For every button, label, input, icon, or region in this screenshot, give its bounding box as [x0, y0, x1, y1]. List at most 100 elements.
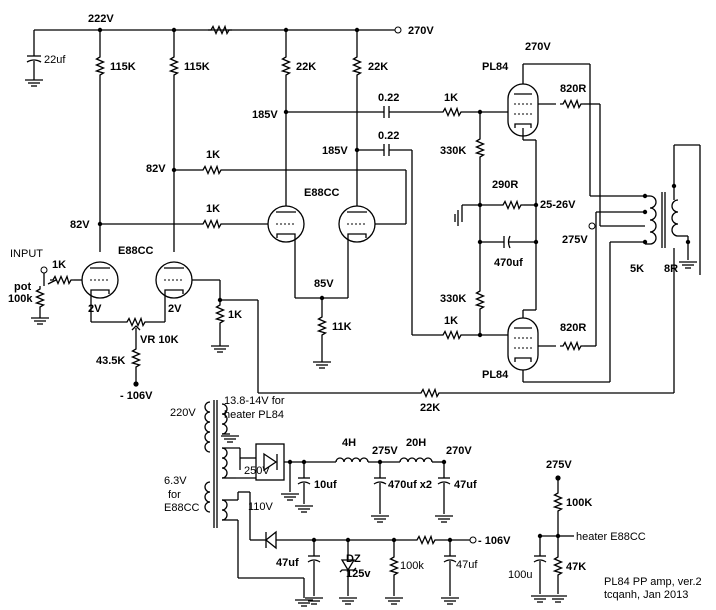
top-rail — [34, 25, 402, 35]
res-1k-grid-bot — [439, 330, 465, 340]
label-82v-a: 82V — [146, 163, 166, 175]
label-470uf-x2: 470uf x2 — [388, 479, 432, 491]
label-100u: 100u — [508, 569, 532, 581]
inductor-20h — [399, 457, 433, 463]
label-185v-b: 185V — [322, 145, 348, 157]
label-heater-pl84-2: heater PL84 — [224, 409, 284, 421]
vr-10k — [123, 317, 149, 327]
label-022-b: 0.22 — [378, 130, 399, 142]
label-pl84-bot: PL84 — [482, 369, 509, 381]
label-275v-heater: 275V — [546, 459, 572, 471]
label-222v: 222V — [88, 13, 114, 25]
label-1k-c: 1K — [206, 203, 220, 215]
label-820r-a: 820R — [560, 83, 586, 95]
res-43k5 — [131, 345, 141, 371]
label-270v-pl84: 270V — [525, 41, 551, 53]
label-1k-f: 1K — [444, 315, 458, 327]
label-82v-b: 82V — [70, 219, 90, 231]
label-820r-b: 820R — [560, 322, 586, 334]
label-dz: DZ — [346, 553, 361, 565]
label-270v-top: 270V — [408, 25, 434, 37]
res-neg-series — [413, 535, 439, 545]
res-115k-a — [95, 53, 105, 79]
res-1k-grid-top — [439, 107, 465, 117]
credit-line-2: tcqanh, Jan 2013 — [604, 589, 688, 601]
res-47k-heater — [553, 553, 563, 579]
label-47uf-b: 47uf — [276, 557, 299, 569]
label-22uf: 22uf — [44, 54, 66, 66]
label-290r: 290R — [492, 179, 518, 191]
label-neg106-psu: - 106V — [478, 535, 511, 547]
label-22k-b: 22K — [368, 61, 388, 73]
res-11k — [317, 313, 327, 339]
inductor-4h — [335, 457, 369, 463]
label-z5k: 5K — [630, 263, 644, 275]
credit-line-1: PL84 PP amp, ver.2 — [604, 576, 702, 588]
label-pot-100k: 100k — [8, 293, 33, 305]
label-25-26v: 25-26V — [540, 199, 576, 211]
label-20h: 20H — [406, 437, 426, 449]
cap-22uf — [24, 30, 44, 87]
res-115k-b — [169, 53, 179, 79]
label-185v-a: 185V — [252, 109, 278, 121]
label-10uf: 10uf — [314, 479, 337, 491]
label-115k-b: 115K — [184, 61, 210, 73]
tube-e88cc-splitter — [267, 205, 376, 243]
label-63v-for: for — [168, 489, 181, 501]
label-input: INPUT — [10, 248, 43, 260]
res-22k-b — [352, 53, 362, 79]
output-transformer — [588, 144, 701, 393]
res-1k-82v-top — [199, 165, 225, 175]
label-e88cc-a: E88CC — [118, 245, 154, 257]
label-11k: 11K — [332, 321, 352, 333]
label-85v: 85V — [314, 278, 334, 290]
res-22k-feedback — [417, 388, 443, 398]
label-022-a: 0.22 — [378, 92, 399, 104]
res-1k-82v-bot — [199, 219, 225, 229]
label-heater-pl84-1: 13.8-14V for — [224, 395, 285, 407]
label-z275v: 275V — [562, 234, 588, 246]
label-1k-d: 1K — [52, 259, 66, 271]
label-pl84-top: PL84 — [482, 61, 509, 73]
power-transformer — [204, 400, 240, 528]
label-47k-heater: 47K — [566, 561, 586, 573]
res-290r — [499, 200, 525, 210]
label-2v-b: 2V — [168, 303, 182, 315]
label-heater-e88cc: heater E88CC — [576, 531, 646, 543]
label-330k-b: 330K — [440, 293, 466, 305]
res-820r-b — [559, 341, 585, 351]
label-110v: 110V — [248, 501, 274, 513]
label-22k-a: 22K — [296, 61, 316, 73]
label-2v-a: 2V — [88, 303, 102, 315]
label-vr10k: VR 10K — [140, 334, 179, 346]
res-1k-grid-gnd — [215, 301, 225, 327]
label-neg106-left: - 106V — [120, 390, 153, 402]
res-820r-a — [559, 99, 585, 109]
label-e88cc-b: E88CC — [304, 187, 340, 199]
label-275v-psu: 275V — [372, 445, 398, 457]
res-100k-heater — [553, 489, 563, 515]
label-pot: pot — [14, 281, 31, 293]
label-22k-fb: 22K — [420, 402, 440, 414]
label-115k-a: 115K — [110, 61, 136, 73]
label-43k5: 43.5K — [96, 355, 125, 367]
label-220v: 220V — [170, 407, 196, 419]
label-47uf-c: 47uf — [456, 559, 478, 571]
label-4h: 4H — [342, 437, 356, 449]
label-63v: 6.3V — [164, 475, 187, 487]
res-1k-input — [49, 275, 75, 285]
label-1k-b: 1K — [206, 149, 220, 161]
label-270v-psu: 270V — [446, 445, 472, 457]
label-dz-125v: 125v — [346, 568, 371, 580]
tube-pl84-bot — [507, 317, 539, 371]
res-22k-a — [281, 53, 291, 79]
label-1k-e: 1K — [228, 309, 242, 321]
label-330k-a: 330K — [440, 145, 466, 157]
label-470uf: 470uf — [494, 257, 523, 269]
label-100k-heater: 100K — [566, 497, 592, 509]
label-47uf-a: 47uf — [454, 479, 477, 491]
label-250v: 250V — [244, 465, 270, 477]
label-1k-a: 1K — [444, 92, 458, 104]
label-z8r: 8R — [664, 263, 678, 275]
